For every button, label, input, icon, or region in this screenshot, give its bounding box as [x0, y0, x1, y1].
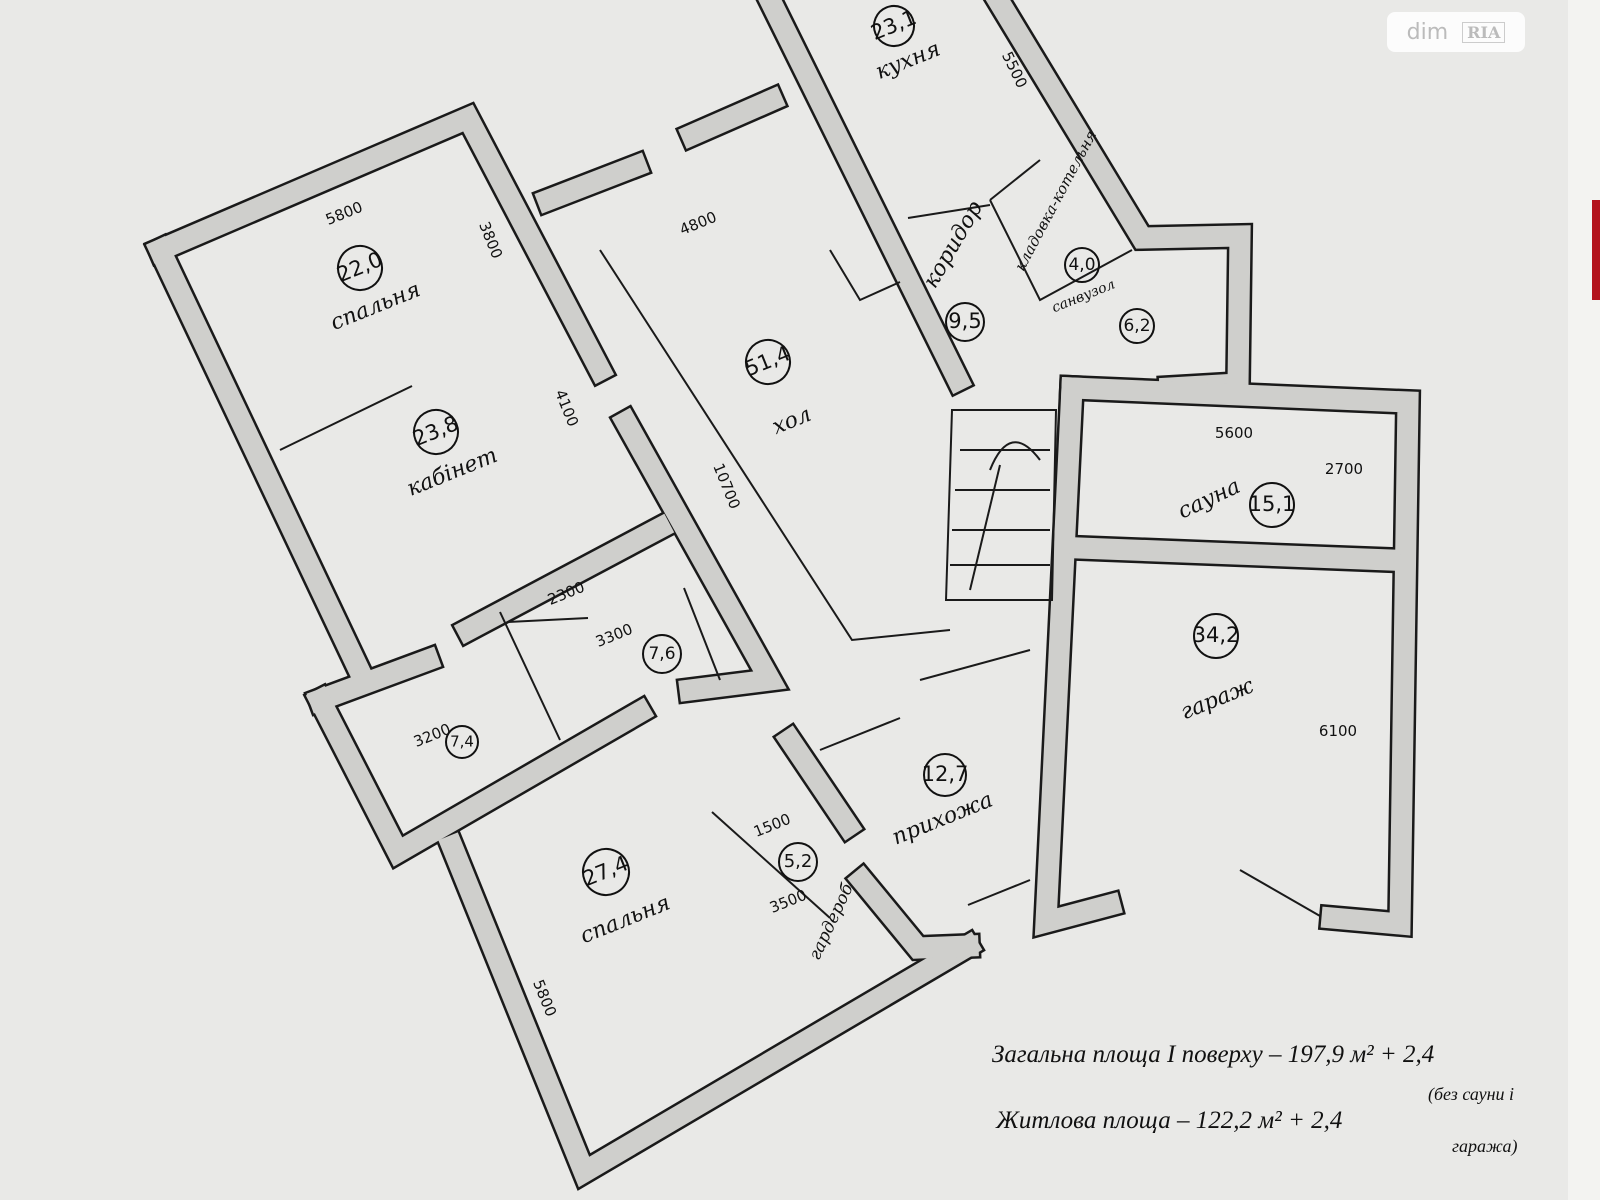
living-area-note: Житлова площа – 122,2 м² + 2,4: [995, 1107, 1342, 1134]
staircase: [944, 409, 1058, 601]
room-entrance: 12,7 прихожа: [889, 753, 997, 850]
dimension: 10700: [709, 461, 744, 512]
room-name: спальня: [577, 890, 674, 949]
room-name: прихожа: [889, 787, 997, 850]
exclusion-note-2: гаража): [1452, 1136, 1518, 1157]
dimension: 4800: [677, 208, 719, 239]
dimension: 1500: [751, 810, 793, 841]
room-name: хол: [769, 402, 815, 440]
dimension: 4100: [551, 387, 582, 429]
room-name: кабінет: [404, 443, 502, 502]
exclusion-note: (без сауни і: [1428, 1084, 1514, 1105]
page-edge: [1568, 0, 1600, 1200]
room-kitchen: 23,1 кухня: [867, 4, 944, 85]
room-name: сауна: [1174, 474, 1244, 524]
room-study: 23,8 кабінет: [404, 409, 502, 502]
area-notes: Загальна площа І поверху – 197,9 м² + 2,…: [992, 1041, 1518, 1157]
room-name: гардероб: [805, 880, 858, 963]
room-bedroom-2: 27,4 спальня: [577, 848, 674, 949]
room-area: 34,2: [1193, 623, 1240, 647]
room-area: 15,1: [1249, 492, 1296, 516]
dimension: 5600: [1215, 424, 1253, 442]
dimension: 5800: [529, 977, 560, 1019]
room-name: кладовка-котельня: [1011, 127, 1100, 273]
room-area: 5,2: [784, 851, 813, 872]
logo-text: dim: [1406, 19, 1449, 45]
room-area: 12,7: [922, 762, 969, 786]
room-name: гараж: [1177, 673, 1257, 725]
room-garage: 34,2 гараж: [1177, 613, 1257, 725]
room-area: 23,1: [867, 5, 919, 45]
total-area-note: Загальна площа І поверху – 197,9 м² + 2,…: [992, 1041, 1434, 1068]
dimension: 3800: [475, 219, 506, 261]
room-bathroom-2: 7,4: [445, 725, 479, 759]
room-hall: 51,4 хол: [741, 339, 815, 440]
dimension: 3500: [767, 886, 809, 917]
dimension: 5800: [323, 198, 365, 229]
red-marker: [1592, 200, 1600, 300]
room-sauna: 15,1 сауна: [1174, 474, 1296, 528]
room-boiler: 4,0 кладовка-котельня: [1011, 127, 1100, 283]
dimension-labels: 5800 3800 4800 4100 10700 5500 5600 2700…: [323, 49, 1363, 1020]
room-bathroom-1: 7,6: [642, 634, 682, 674]
dimension: 6100: [1319, 722, 1357, 740]
dim-ria-watermark: dim RIA: [1387, 12, 1525, 52]
dimension: 3300: [593, 620, 635, 651]
room-area: 7,6: [648, 644, 675, 664]
room-area: 4,0: [1068, 255, 1095, 275]
walls: [142, 0, 1422, 1191]
room-bedroom-1: 22,0 спальня: [327, 245, 424, 336]
dimension: 2700: [1325, 460, 1363, 478]
logo-badge: RIA: [1462, 21, 1506, 43]
room-area: 6,2: [1123, 316, 1150, 336]
room-area: 7,4: [450, 733, 474, 751]
room-area: 9,5: [948, 309, 981, 333]
